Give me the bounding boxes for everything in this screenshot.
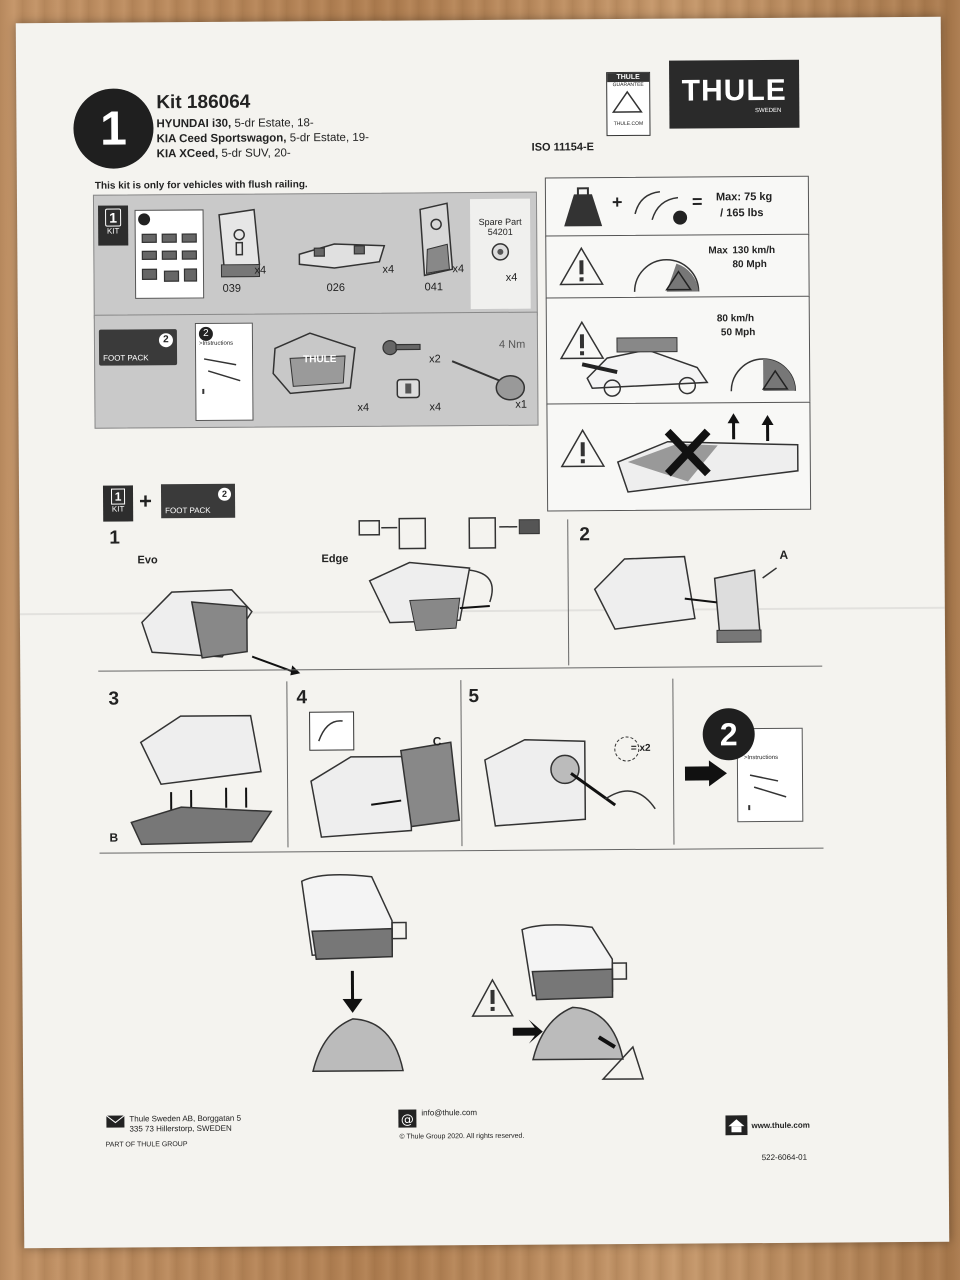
max-speed-mph: 80 Mph: [732, 259, 767, 271]
warning-triangle-icon: [559, 246, 604, 286]
footer-document-number: 522-6064-01: [761, 1152, 808, 1163]
loaded-speed-panel: 80 km/h 50 Mph: [545, 295, 811, 406]
max-load-kg: Max: 75 kg: [715, 190, 773, 204]
step-5-turns: = x2: [630, 742, 651, 754]
part-041-cover-icon: [419, 202, 454, 277]
step-1-number: 1: [109, 527, 120, 549]
step-3-illustration: [130, 714, 273, 846]
no-lift-by-bar-icon: [616, 413, 799, 493]
step-3-number: 3: [108, 688, 120, 710]
max-load-lbs: / 165 lbs: [720, 207, 764, 220]
key-icon: [382, 340, 421, 356]
speedometer-icon: [633, 258, 700, 292]
roof-bars-icon: [634, 191, 688, 225]
next-bars-icon: [748, 774, 787, 811]
vehicle-line-2: KIA Ceed Sportswagon, 5-dr Estate, 19-: [156, 131, 369, 146]
kit-number-badge: 1: [73, 88, 154, 169]
next-foot-pack-number: 2: [702, 708, 755, 761]
loaded-speed-kmh: 80 km/h: [716, 313, 755, 325]
step-4-number: 4: [296, 687, 308, 709]
max-load-panel: + = Max: 75 kg / 165 lbs: [544, 175, 810, 238]
flush-railing-notice: This kit is only for vehicles with flush…: [94, 179, 308, 192]
lock-cylinder-icon: [396, 378, 421, 399]
thule-logo: THULE SWEDEN: [669, 59, 800, 129]
email-at-icon: @: [398, 1109, 417, 1128]
foot-pack-label-box: 2 FOOT PACK: [98, 329, 178, 366]
step-4-label-c: C: [432, 734, 442, 749]
svg-text:@: @: [401, 1112, 414, 1127]
key-qty: x2: [429, 353, 441, 366]
step-5-number: 5: [468, 686, 480, 708]
lock-qty: x4: [429, 401, 442, 414]
footer-group: PART OF THULE GROUP: [105, 1141, 188, 1149]
next-arrow-icon: [684, 760, 727, 787]
footer-email: info@thule.com: [421, 1108, 478, 1118]
step-1-edge-illustration: [358, 517, 540, 631]
next-foot-pack-instructions: >Instructions: [736, 727, 804, 823]
footer-address: 335 73 Hillerstorp, SWEDEN: [129, 1123, 232, 1134]
step-4-illustration: [310, 741, 461, 838]
kit-label-box: 1 KIT: [98, 205, 129, 246]
plus-sign: +: [611, 192, 623, 213]
guarantee-triangle-icon: [611, 90, 643, 113]
foot-unit-icon: [272, 332, 356, 395]
equals-sign: =: [691, 191, 703, 212]
bars-icon: [202, 358, 241, 394]
part-026-qty: x4: [382, 263, 395, 276]
foot-qty: x4: [357, 401, 370, 414]
instruction-sheet: 1 Kit 186064 HYUNDAI i30, 5-dr Estate, 1…: [15, 16, 950, 1249]
vehicle-line-1: HYUNDAI i30, 5-dr Estate, 18-: [156, 117, 314, 131]
footer-copyright: © Thule Group 2020. All rights reserved.: [399, 1132, 525, 1141]
mail-icon: [106, 1115, 125, 1128]
part-041-code: 041: [424, 281, 443, 294]
iso-standard: ISO 11154-E: [531, 141, 595, 154]
spare-screw-icon: [491, 243, 510, 261]
warning-triangle-icon: [560, 428, 606, 468]
tool-qty: x1: [515, 398, 528, 411]
speedometer-icon-2: [730, 358, 797, 392]
mini-instructions-icon: [134, 209, 205, 299]
divider: [286, 681, 289, 848]
combo-plus: +: [138, 488, 153, 514]
combo-kit-box: 1 KIT: [102, 485, 134, 522]
no-lift-panel: [546, 401, 812, 512]
kit-title: Kit 186064: [156, 91, 251, 114]
weight-icon: [564, 187, 603, 227]
max-speed-label: Max: [708, 245, 728, 257]
spare-part-box: Spare Part 54201 x4: [469, 198, 531, 310]
max-speed-kmh: 130 km/h: [732, 244, 776, 257]
step-2-illustration: [593, 555, 777, 643]
step-5-illustration: [484, 736, 656, 827]
vehicle-line-3: KIA XCeed, 5-dr SUV, 20-: [156, 147, 291, 161]
torque-label: 4 Nm: [498, 338, 526, 351]
max-speed-panel: Max 130 km/h 80 Mph: [545, 233, 810, 300]
car-loaded-icon: [581, 337, 709, 397]
warning-triangle-icon: [559, 320, 605, 360]
guarantee-badge: THULE GUARANTEE THULE.COM: [606, 71, 651, 137]
part-039-bracket-icon: [218, 208, 261, 278]
step-3-label-b: B: [109, 830, 119, 845]
torque-tool-icon: [451, 360, 526, 401]
part-039-code: 039: [222, 282, 241, 295]
step-4-detail-icon: [309, 711, 355, 751]
step-1-edge-label: Edge: [321, 552, 349, 566]
kit-contents-panel: 1 KIT x4 039 x4 026 x4 041: [92, 191, 538, 319]
part-039-qty: x4: [254, 264, 267, 277]
combo-foot-box: 2 FOOT PACK: [160, 483, 236, 519]
step-2-label-a: A: [779, 547, 789, 562]
part-026-code: 026: [326, 281, 345, 295]
foot-pack-panel: 2 FOOT PACK 2 >Instructions THULE x4 x2 …: [93, 311, 539, 429]
footer-website: www.thule.com: [751, 1120, 810, 1131]
divider: [567, 519, 570, 666]
foot-placement-illustration: [300, 874, 407, 1072]
part-026-pad-icon: [298, 243, 386, 269]
foot-logo: THULE: [303, 354, 337, 366]
home-icon: [725, 1115, 748, 1136]
loaded-speed-mph: 50 Mph: [720, 327, 756, 339]
foot-fit-warning-illustration: [471, 924, 645, 1080]
step-1-evo-illustration: [141, 588, 301, 676]
foot-pack-instructions-icon: 2 >Instructions: [194, 322, 254, 421]
part-041-qty: x4: [452, 263, 465, 276]
